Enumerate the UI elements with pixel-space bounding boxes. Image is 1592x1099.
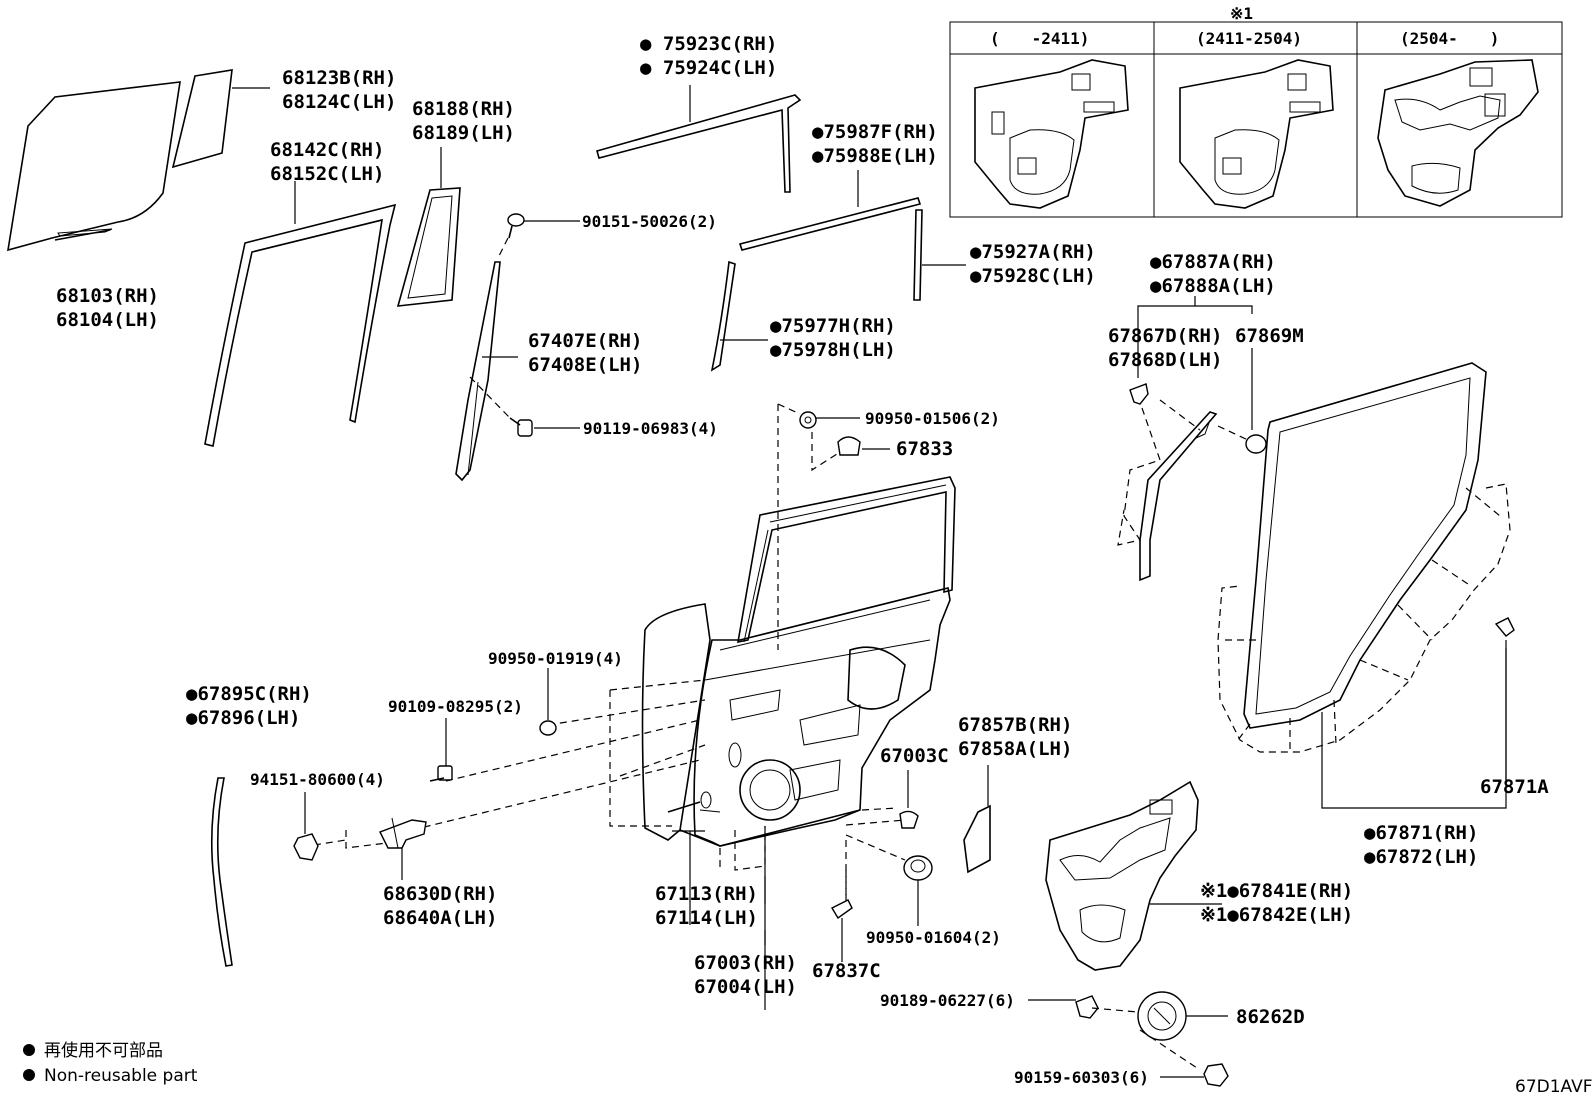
- inset-title: ※1: [1230, 4, 1253, 23]
- label-90159: 90159-60303(6): [1014, 1068, 1149, 1087]
- moulding-75927: [913, 209, 966, 301]
- door-check-68630: [379, 817, 427, 880]
- moulding-75923: [596, 85, 802, 193]
- label-68142-lh: 68152C(LH): [270, 163, 384, 185]
- speaker-86262: [1137, 991, 1228, 1071]
- label-68630-lh: 68640A(LH): [383, 907, 497, 929]
- label-67003c: 67003C: [880, 745, 949, 767]
- label-75923-rh: ● 75923C(RH): [640, 33, 777, 55]
- grommet-90950-01919: [539, 668, 557, 736]
- clip-67837c: [831, 899, 853, 962]
- inset-col-1: ( -2411): [990, 29, 1089, 48]
- label-67837c: 67837C: [812, 960, 881, 982]
- nut-94151: [293, 792, 319, 861]
- clip-67833: [811, 432, 890, 472]
- label-75987-lh: ●75988E(LH): [812, 145, 938, 167]
- label-90950-01919: 90950-01919(4): [488, 649, 623, 668]
- label-68103-lh: 68104(LH): [56, 309, 159, 331]
- label-75923-lh: ● 75924C(LH): [640, 57, 777, 79]
- nut-90950-01506: [777, 403, 860, 650]
- label-94151: 94151-80600(4): [250, 770, 385, 789]
- label-67113-rh: 67113(RH): [655, 883, 758, 905]
- label-68123-rh: 68123B(RH): [282, 67, 396, 89]
- inset-panel-3: [1377, 59, 1539, 207]
- label-90950-01604: 90950-01604(2): [866, 928, 1001, 947]
- label-67871a: 67871A: [1480, 776, 1549, 798]
- label-67003-lh: 67004(LH): [694, 976, 797, 998]
- label-68123-lh: 68124C(LH): [282, 91, 396, 113]
- label-75927-rh: ●75927A(RH): [970, 241, 1096, 263]
- diagram-code: 67D1AVF: [1515, 1077, 1592, 1097]
- seal-67857: [963, 765, 991, 874]
- weatherstrip-67895: [210, 777, 233, 967]
- label-90151: 90151-50026(2): [582, 212, 717, 231]
- screw-90159: [1160, 1063, 1229, 1087]
- division-bar-67407: [455, 261, 518, 482]
- label-90119: 90119-06983(4): [583, 419, 718, 438]
- label-67887-rh: ●67887A(RH): [1150, 251, 1276, 273]
- run-channel-68142: [204, 181, 397, 447]
- moulding-75977: [710, 260, 768, 372]
- label-75977-rh: ●75977H(RH): [770, 315, 896, 337]
- label-67869: 67869M: [1235, 325, 1304, 347]
- inset-col-2: (2411-2504): [1196, 29, 1302, 48]
- moulding-75987: [738, 170, 922, 251]
- inset-panel-2: [1179, 59, 1334, 209]
- label-67871-lh: ●67872(LH): [1364, 846, 1478, 868]
- clip-90189: [1028, 995, 1139, 1019]
- label-90189: 90189-06227(6): [880, 991, 1015, 1010]
- inset-box: ※1 ( -2411) (2411-2504) (2504- ): [949, 4, 1563, 218]
- legend-en: Non-reusable part: [44, 1066, 198, 1086]
- clip-67003c: [899, 770, 919, 829]
- quarter-glass-68188: [396, 147, 461, 307]
- label-67887-lh: ●67888A(LH): [1150, 275, 1276, 297]
- label-67867-lh: 67868D(LH): [1108, 349, 1222, 371]
- screw-90151: [497, 213, 580, 259]
- inset-panel-1: [974, 59, 1129, 209]
- legend-jp: 再使用不可部品: [44, 1040, 163, 1061]
- label-68188-lh: 68189(LH): [412, 122, 515, 144]
- label-67407-lh: 67408E(LH): [528, 354, 642, 376]
- bolt-90119: [509, 417, 580, 437]
- bolt-90109: [429, 718, 453, 782]
- label-86262: 86262D: [1236, 1006, 1305, 1028]
- label-68630-rh: 68630D(RH): [383, 883, 497, 905]
- label-75987-rh: ●75987F(RH): [812, 121, 938, 143]
- label-67833: 67833: [896, 438, 953, 460]
- label-67407-rh: 67407E(RH): [528, 330, 642, 352]
- label-67857-rh: 67857B(RH): [958, 714, 1072, 736]
- label-67871-rh: ●67871(RH): [1364, 822, 1478, 844]
- label-75927-lh: ●75928C(LH): [970, 265, 1096, 287]
- label-67841-rh: ※1●67841E(RH): [1200, 880, 1353, 902]
- label-90109: 90109-08295(2): [388, 697, 523, 716]
- label-67841-lh: ※1●67842E(LH): [1200, 904, 1353, 926]
- dashed-guides: [313, 679, 906, 905]
- label-67113-lh: 67114(LH): [655, 907, 758, 929]
- label-75977-lh: ●75978H(LH): [770, 339, 896, 361]
- legend: 再使用不可部品 Non-reusable part: [23, 1040, 198, 1086]
- label-68103-rh: 68103(RH): [56, 285, 159, 307]
- door-panel-67003: [641, 476, 956, 1010]
- label-90950-01506: 90950-01506(2): [865, 409, 1000, 428]
- glass-68123: [171, 69, 270, 169]
- label-67003-rh: 67003(RH): [694, 952, 797, 974]
- label-67867-rh: 67867D(RH): [1108, 325, 1222, 347]
- weatherstrip-67871: [1217, 362, 1515, 809]
- label-67857-lh: 67858A(LH): [958, 738, 1072, 760]
- hole-cover-67841: [1045, 780, 1222, 971]
- grommet-90950-01604: [903, 855, 933, 926]
- label-67895-rh: ●67895C(RH): [186, 683, 312, 705]
- glass-68103: [7, 81, 181, 252]
- label-67895-lh: ●67896(LH): [186, 707, 300, 729]
- garnish-67867: [1117, 296, 1267, 582]
- inset-col-3: (2504- ): [1400, 29, 1499, 48]
- label-68188-rh: 68188(RH): [412, 98, 515, 120]
- label-68142-rh: 68142C(RH): [270, 139, 384, 161]
